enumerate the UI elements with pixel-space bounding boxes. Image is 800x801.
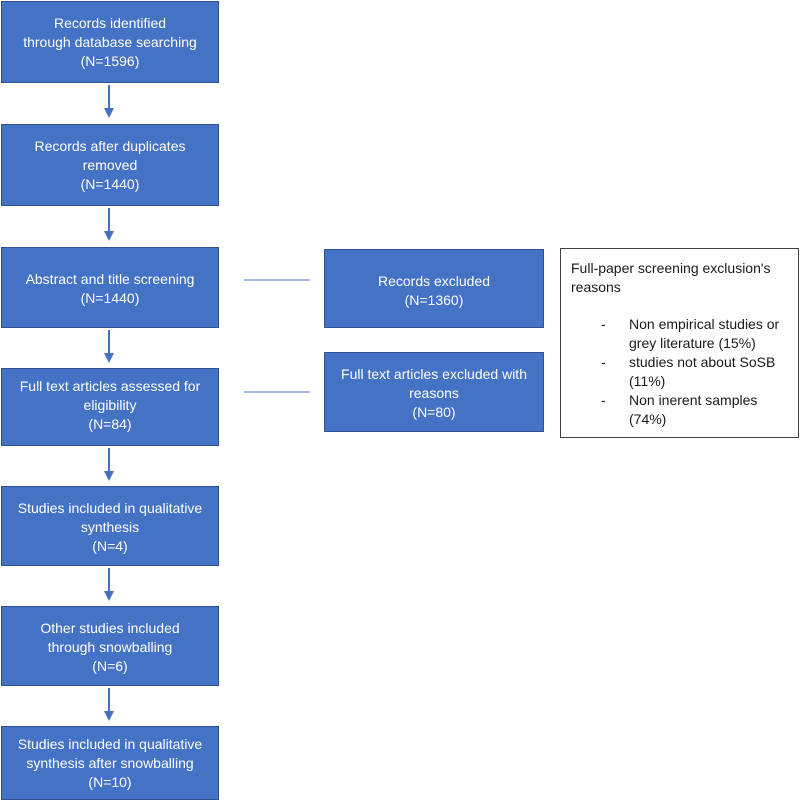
box-line: reasons <box>409 385 459 401</box>
box-line: (N=1360) <box>404 292 464 308</box>
box-line: synthesis after snowballing <box>26 755 194 771</box>
dash-marker: - <box>601 354 606 370</box>
reason-line: Non inerent samples <box>629 392 758 408</box>
note-title-line: reasons <box>571 279 621 295</box>
box-line: (N=4) <box>92 538 128 554</box>
note-title-line: Full-paper screening exclusion's <box>571 260 771 276</box>
records-identified-box: Records identified through database sear… <box>1 1 219 83</box>
box-line: Studies included in qualitative <box>17 500 203 516</box>
dash-marker: - <box>601 316 606 332</box>
final-included-box: Studies included in qualitative synthesi… <box>1 726 219 800</box>
fulltext-excluded-box: Full text articles excluded with reasons… <box>324 352 544 432</box>
dash-marker: - <box>601 392 606 408</box>
reason-item: - Non inerent samples (74%) <box>571 391 790 429</box>
box-line: removed <box>82 157 138 173</box>
reason-line: (74%) <box>629 411 667 427</box>
box-line: Studies included in qualitative <box>17 736 203 752</box>
box-line: Records excluded <box>377 273 491 289</box>
fulltext-assessed-box: Full text articles assessed for eligibil… <box>1 368 219 446</box>
reason-line: (11%) <box>629 373 666 389</box>
box-line: through database searching <box>23 34 197 50</box>
box-line: Records after duplicates <box>34 138 186 154</box>
box-line: (N=6) <box>92 658 128 674</box>
reason-item: - studies not about SoSB (11%) <box>571 353 790 391</box>
box-line: (N=80) <box>412 404 456 420</box>
snowballing-box: Other studies included through snowballi… <box>1 606 219 686</box>
reason-line: grey literature (15%) <box>629 335 756 351</box>
box-line: (N=84) <box>88 416 132 432</box>
box-line: eligibility <box>83 397 137 413</box>
studies-included-box: Studies included in qualitative synthesi… <box>1 486 219 566</box>
reason-line: studies not about SoSB <box>629 354 776 370</box>
box-line: Full text articles assessed for <box>19 378 201 394</box>
note-title: Full-paper screening exclusion's reasons <box>571 259 790 297</box>
reasons-list: - Non empirical studies or grey literatu… <box>571 315 790 429</box>
reason-item: - Non empirical studies or grey literatu… <box>571 315 790 353</box>
box-line: (N=1440) <box>80 290 140 306</box>
box-line: (N=1440) <box>80 176 140 192</box>
box-line: Full text articles excluded with <box>341 366 527 382</box>
box-line: (N=1596) <box>80 53 140 69</box>
reason-line: Non empirical studies or <box>629 316 780 332</box>
box-line: Records identified <box>53 15 167 31</box>
box-line: Other studies included <box>40 620 180 636</box>
exclusion-reasons-note: Full-paper screening exclusion's reasons… <box>560 248 799 438</box>
box-line: synthesis <box>80 519 140 535</box>
abstract-title-screening-box: Abstract and title screening (N=1440) <box>1 247 219 328</box>
box-line: through snowballing <box>47 639 173 655</box>
box-line: Abstract and title screening <box>25 271 195 287</box>
records-excluded-box: Records excluded (N=1360) <box>324 249 544 328</box>
duplicates-removed-box: Records after duplicates removed (N=1440… <box>1 124 219 206</box>
box-line: (N=10) <box>88 774 132 790</box>
